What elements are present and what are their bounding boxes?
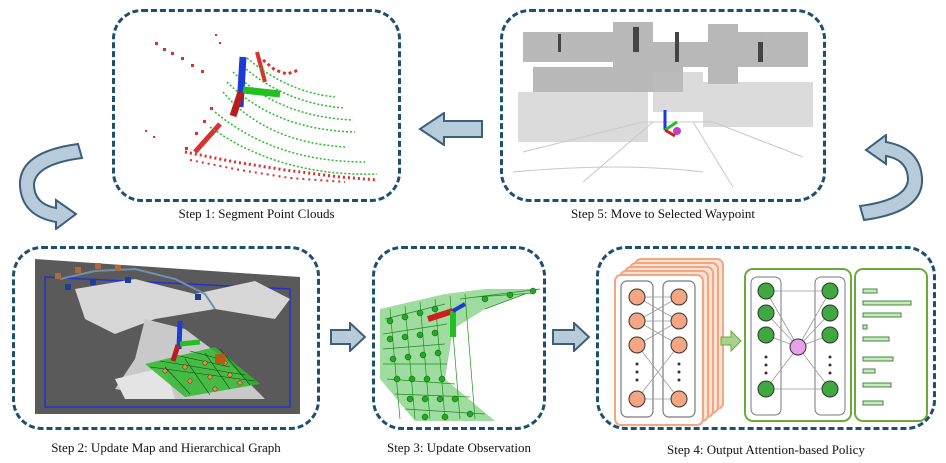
step4-panel	[596, 246, 936, 430]
segmented-point-cloud-image	[145, 34, 378, 183]
map-and-graph-image	[35, 259, 300, 414]
point-cloud-map-image	[512, 22, 813, 188]
step4-caption: Step 4: Output Attention-based Policy	[667, 442, 865, 457]
arrow-step5-to-step1	[418, 112, 483, 146]
attention-policy-network-image	[614, 258, 928, 426]
step2-panel	[12, 246, 320, 430]
step5-panel	[500, 9, 826, 202]
curved-arrow-step4-to-step5	[858, 134, 924, 222]
arrow-step2-to-step3	[330, 322, 366, 352]
observation-graph-image	[380, 287, 541, 421]
step5-caption: Step 5: Move to Selected Waypoint	[571, 206, 755, 221]
curved-arrow-step1-to-step2	[18, 142, 84, 230]
step1-caption: Step 1: Segment Point Clouds	[178, 206, 335, 221]
step3-panel	[372, 246, 546, 430]
step2-caption: Step 2: Update Map and Hierarchical Grap…	[51, 440, 281, 455]
arrow-step3-to-step4	[552, 322, 590, 352]
attention-node	[789, 338, 807, 356]
step3-caption: Step 3: Update Observation	[386, 440, 532, 455]
step1-panel	[112, 9, 401, 202]
